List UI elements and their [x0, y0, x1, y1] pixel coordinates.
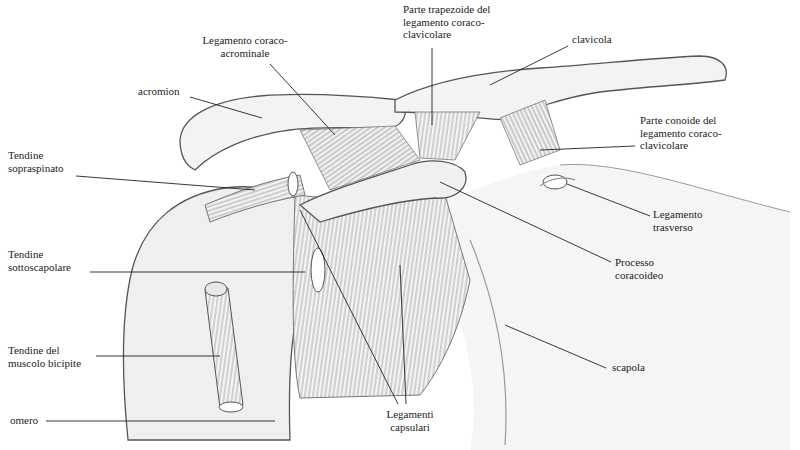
part-label: Parte trapezoide del legamento coraco-cl…	[403, 3, 495, 41]
leader-line	[46, 421, 275, 422]
leader-line	[270, 64, 335, 135]
scapula-edge	[470, 240, 506, 445]
leader-line	[190, 97, 262, 118]
trapezoid-ligament	[415, 112, 480, 160]
biceps-tendon	[205, 288, 243, 408]
part-label: Legamento coraco-acrominale	[185, 34, 305, 59]
tendon-section	[288, 172, 298, 196]
coracoacromial-ligament	[300, 126, 420, 190]
part-label: Processo coracoideo	[615, 256, 690, 281]
leader-line	[96, 356, 220, 357]
part-label: Legamento trasverso	[653, 208, 723, 233]
part-label: clavicola	[572, 33, 612, 46]
clavicle-bone	[395, 56, 726, 120]
part-label: Tendine sopraspinato	[8, 149, 83, 174]
leader-line	[540, 146, 635, 150]
conoid-ligament	[500, 100, 560, 165]
leader-line	[300, 210, 398, 404]
leader-line	[490, 46, 568, 85]
humerus-bone	[123, 187, 300, 440]
part-label: Parte conoide del legamento coraco-clavi…	[640, 114, 732, 152]
leader-line	[440, 182, 611, 262]
scapula-edge	[560, 164, 790, 212]
part-label: Tendine sottoscapolare	[8, 248, 88, 273]
leader-line	[400, 265, 406, 404]
leader-line	[567, 184, 650, 216]
biceps-tendon-end	[205, 282, 227, 296]
biceps-tendon-cut	[219, 402, 243, 412]
leader-line	[76, 176, 255, 190]
part-label: acromion	[138, 85, 180, 98]
part-label: Legamenti capsulari	[372, 408, 448, 433]
leader-line	[90, 272, 305, 273]
part-label: Tendine del muscolo bicipite	[8, 344, 93, 369]
part-label: omero	[10, 414, 38, 427]
part-label: scapola	[612, 361, 645, 374]
leader-line	[432, 48, 433, 125]
leader-line	[505, 325, 606, 368]
joint-capsule	[293, 195, 470, 398]
scapula-shape	[440, 164, 790, 450]
